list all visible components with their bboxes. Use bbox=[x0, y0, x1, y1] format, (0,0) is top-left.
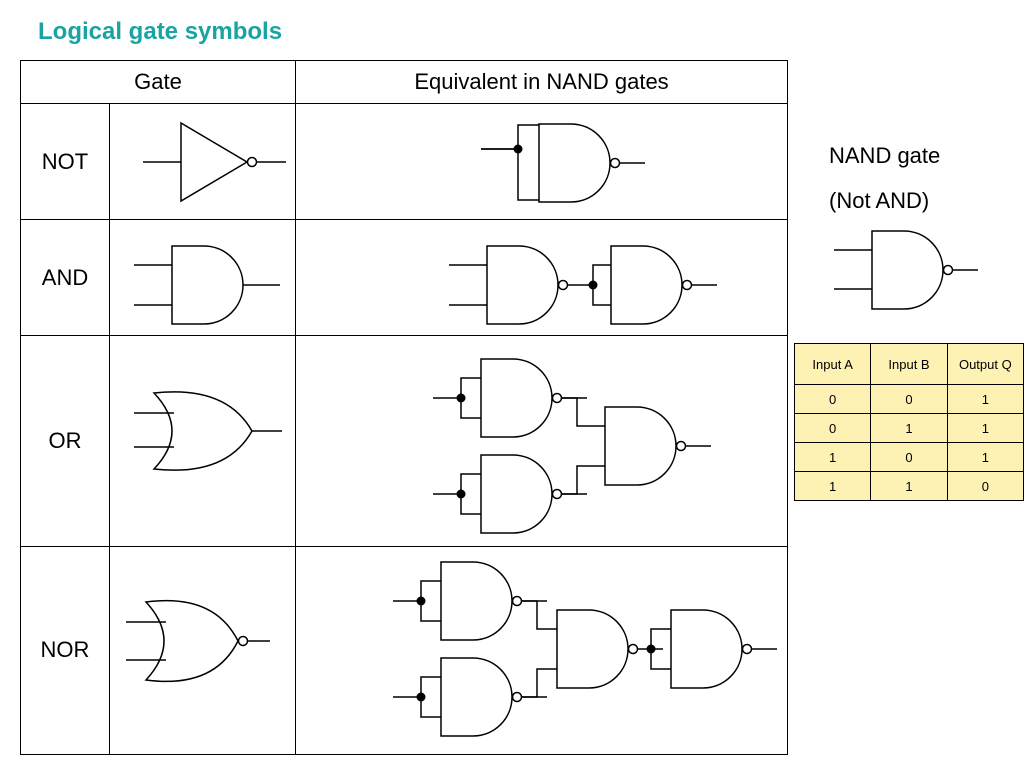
truth-header-output-q: Output Q bbox=[946, 343, 1024, 385]
truth-cell: 1 bbox=[946, 413, 1024, 443]
truth-cell: 0 bbox=[870, 384, 948, 414]
truth-header-input-a: Input A bbox=[793, 343, 872, 385]
truth-header-input-b: Input B bbox=[870, 343, 948, 385]
truth-row: 0 0 1 bbox=[793, 384, 1024, 414]
truth-row: 0 1 1 bbox=[793, 413, 1024, 443]
nand-caption-line2: (Not AND) bbox=[829, 188, 930, 213]
truth-cell: 1 bbox=[793, 442, 872, 472]
nand-and-equivalent bbox=[295, 219, 789, 337]
truth-cell: 1 bbox=[793, 471, 872, 501]
truth-row: 1 0 1 bbox=[793, 442, 1024, 472]
or-gate-symbol bbox=[108, 335, 297, 547]
truth-cell: 1 bbox=[870, 413, 948, 443]
page-title: Logical gate symbols bbox=[38, 18, 283, 45]
truth-cell: 1 bbox=[946, 384, 1024, 414]
gate-table: Gate Equivalent in NAND gates NOT bbox=[19, 59, 789, 756]
gate-name-and: AND bbox=[20, 219, 110, 337]
truth-cell: 1 bbox=[870, 471, 948, 501]
header-equivalent: Equivalent in NAND gates bbox=[295, 59, 789, 105]
truth-cell: 0 bbox=[793, 384, 872, 414]
gate-name-not: NOT bbox=[20, 103, 110, 221]
gate-name-or: OR bbox=[20, 335, 110, 547]
not-gate-symbol bbox=[108, 103, 297, 221]
header-gate: Gate bbox=[19, 59, 297, 105]
truth-cell: 0 bbox=[946, 471, 1024, 501]
nand-caption-line1: NAND gate bbox=[829, 143, 941, 168]
nand-not-equivalent bbox=[295, 103, 789, 221]
gate-name-nor: NOR bbox=[20, 545, 110, 756]
nand-or-equivalent bbox=[295, 335, 789, 547]
nor-gate-symbol bbox=[108, 545, 297, 756]
truth-row: 1 1 0 bbox=[793, 471, 1024, 501]
nand-nor-equivalent bbox=[295, 545, 789, 756]
nand-truth-table: Input A Input B Output Q 0 0 1 0 1 1 1 0… bbox=[793, 343, 1024, 501]
truth-cell: 1 bbox=[946, 442, 1024, 472]
and-gate-symbol bbox=[108, 219, 297, 337]
truth-cell: 0 bbox=[793, 413, 872, 443]
truth-cell: 0 bbox=[870, 442, 948, 472]
nand-gate-symbol bbox=[834, 230, 979, 310]
